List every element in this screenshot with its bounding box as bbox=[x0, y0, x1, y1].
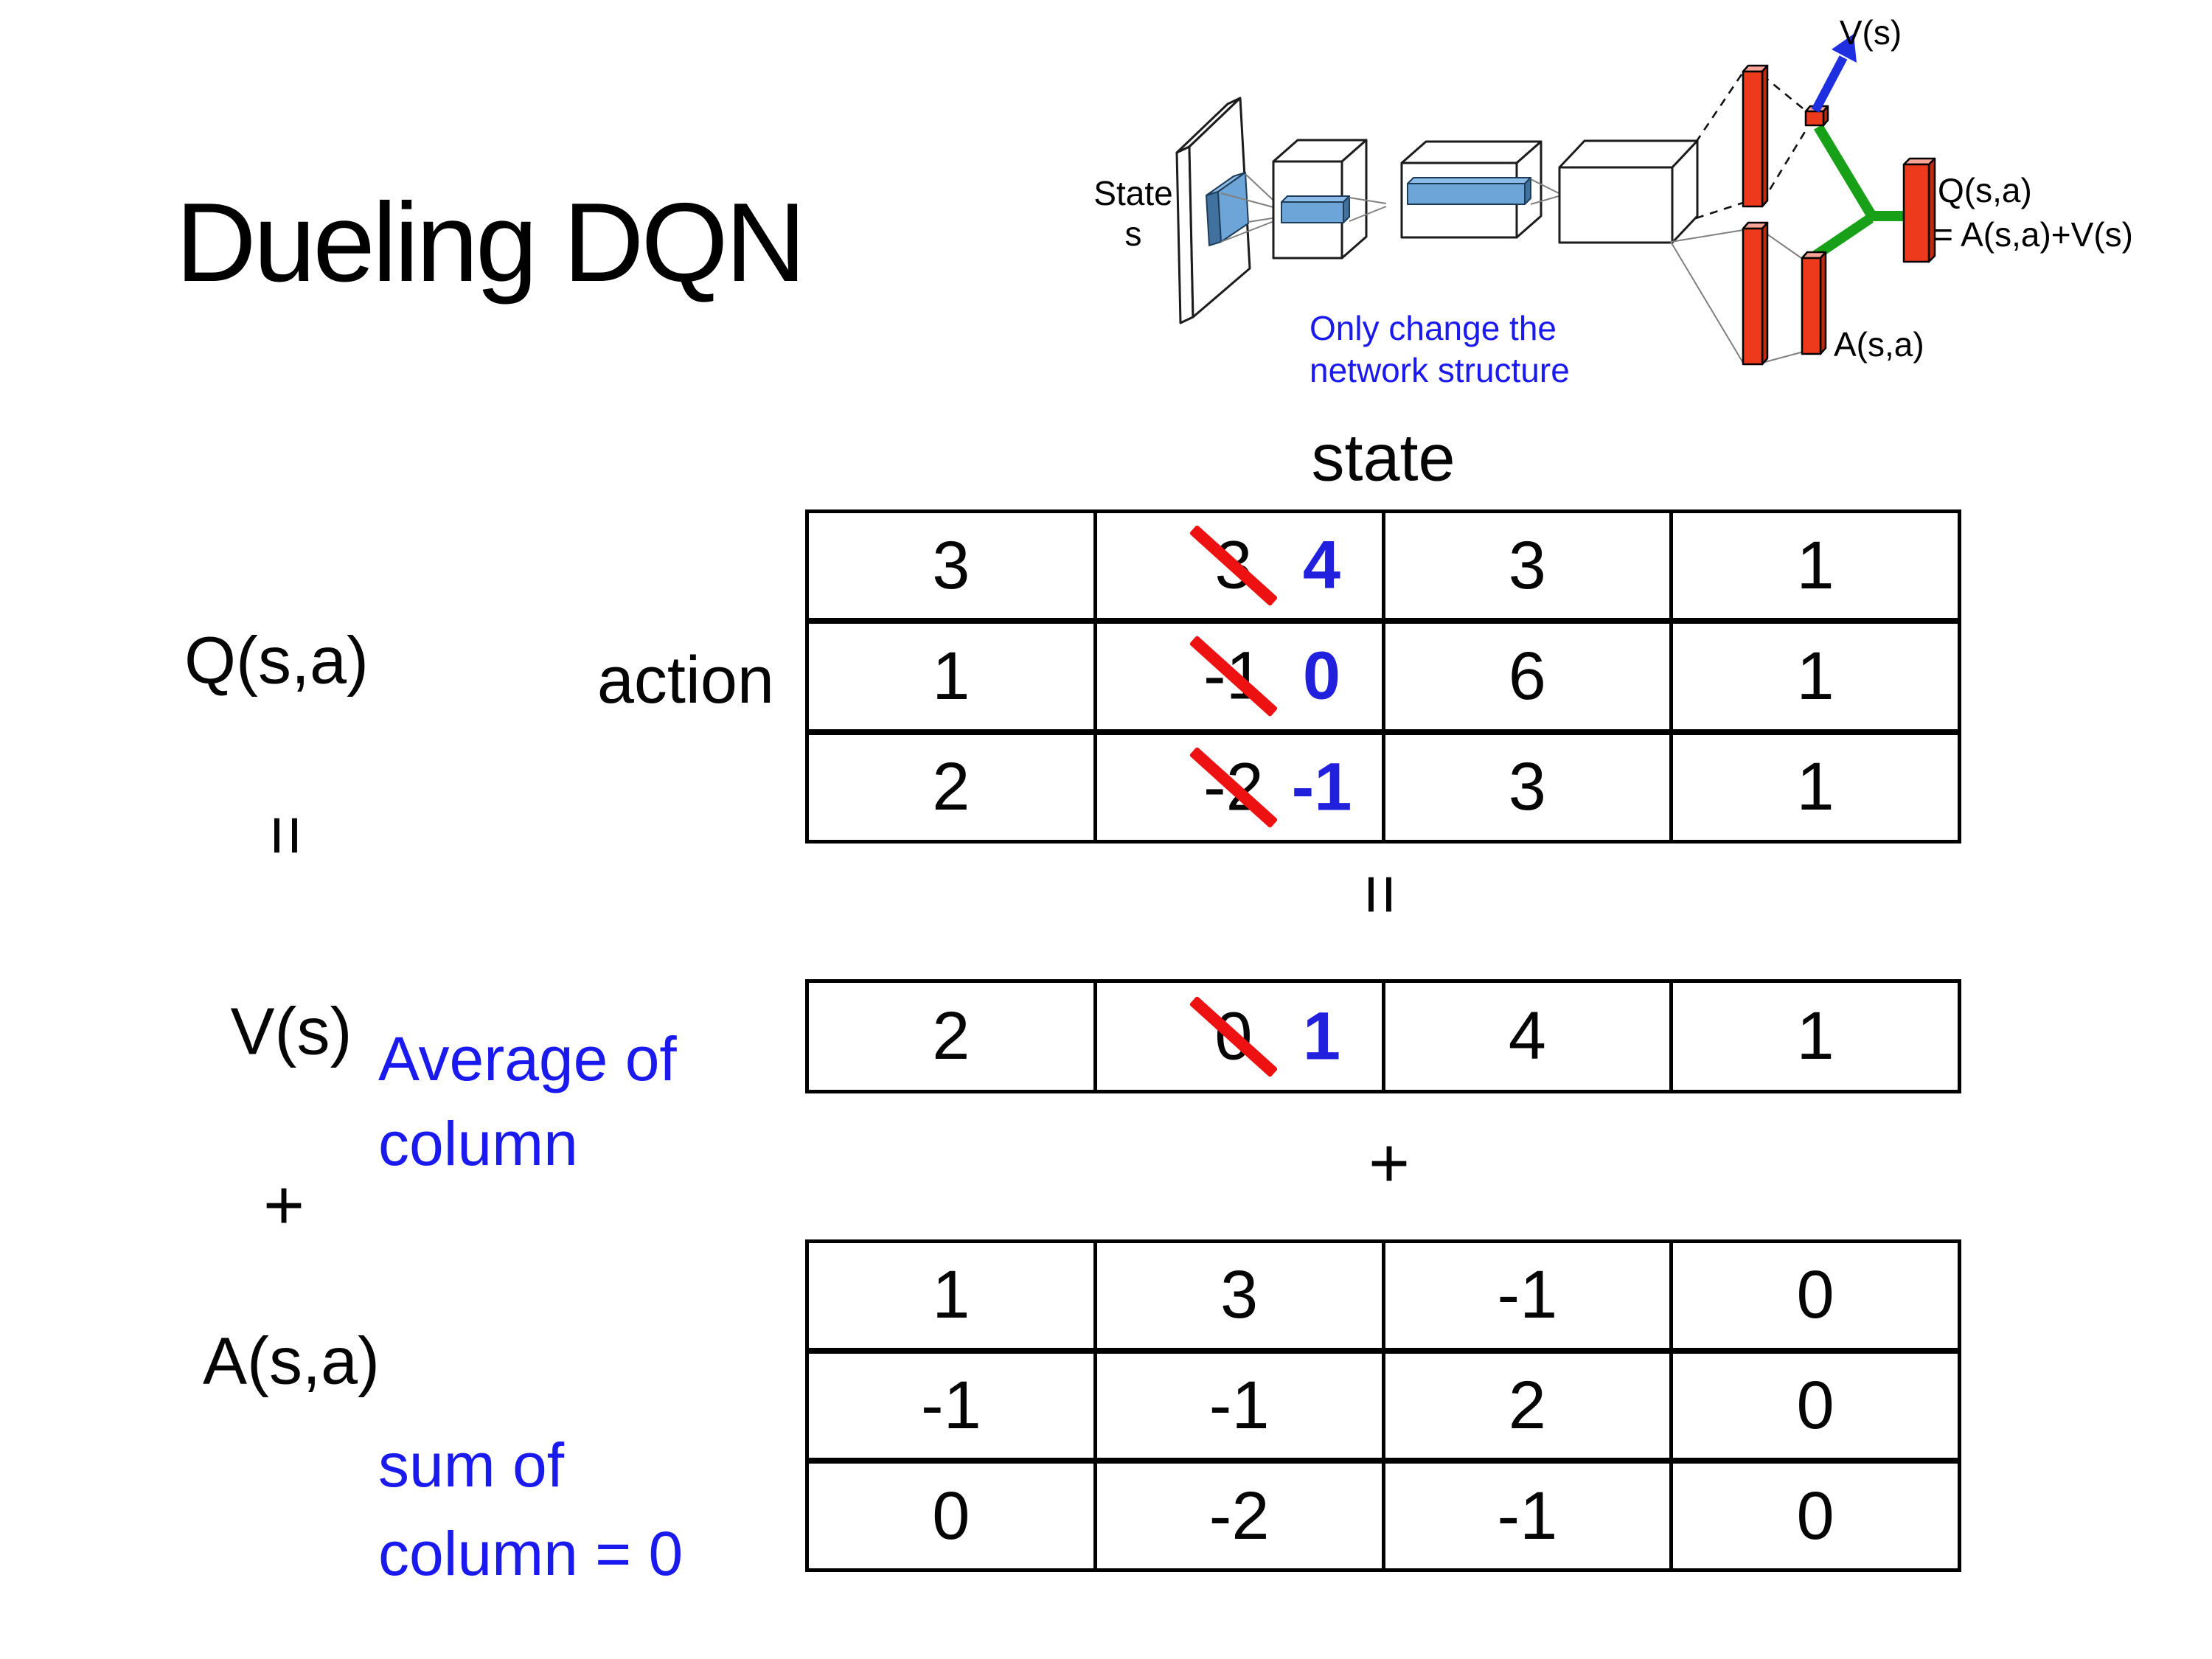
table-cell: 1 bbox=[1669, 728, 1961, 844]
table-cell: -2 bbox=[1093, 1458, 1385, 1573]
table-cell: 3 bbox=[805, 509, 1097, 623]
conv-filter-icon bbox=[1206, 172, 1249, 246]
table-cell: -1 bbox=[1381, 1239, 1674, 1352]
diagram-note-line1: Only change the bbox=[1310, 309, 1557, 347]
table-row: 2-2-131 bbox=[805, 728, 1961, 844]
new-value: 0 bbox=[1302, 638, 1341, 714]
average-note-line2: column bbox=[378, 1109, 578, 1178]
diagram-note-line2: network structure bbox=[1310, 351, 1570, 389]
equals-sign-center: = bbox=[1341, 873, 1420, 916]
fc-layer-bottom-bar bbox=[1742, 221, 1769, 366]
fc-layer-top-bar bbox=[1742, 64, 1769, 208]
average-note-line1: Average of bbox=[378, 1024, 677, 1093]
table-cell: 3 bbox=[1093, 1239, 1385, 1352]
table-cell: 1 bbox=[1669, 509, 1961, 623]
fc-box bbox=[1558, 139, 1699, 244]
q-output-label: Q(s,a) bbox=[1938, 171, 2032, 209]
table-cell: 1 bbox=[805, 1239, 1097, 1352]
plus-sign-left: + bbox=[262, 1166, 305, 1245]
table-cell: -10 bbox=[1093, 618, 1385, 734]
table-cell: 3 bbox=[1381, 509, 1674, 623]
table-row: 33431 bbox=[805, 509, 1961, 623]
table-cell: 34 bbox=[1093, 509, 1385, 623]
table-cell: 2 bbox=[805, 728, 1097, 844]
q-output-bar bbox=[1902, 157, 1936, 263]
equals-sign-left: = bbox=[247, 814, 326, 857]
table-cell: 1 bbox=[805, 618, 1097, 734]
table-cell: -2-1 bbox=[1093, 728, 1385, 844]
new-value: -1 bbox=[1291, 749, 1352, 825]
table-cell: 4 bbox=[1381, 979, 1674, 1093]
feature-bar-2 bbox=[1407, 177, 1531, 205]
v-vector: 20141 bbox=[805, 979, 1961, 1093]
sum-note-line1: sum of bbox=[378, 1430, 565, 1500]
table-cell: 0 bbox=[1669, 1347, 1961, 1463]
sum-note-line2: column = 0 bbox=[378, 1519, 684, 1588]
value-arrow bbox=[1811, 34, 1857, 113]
advantage-output-label: A(s,a) bbox=[1834, 325, 1924, 364]
table-cell: 01 bbox=[1093, 979, 1385, 1093]
table-cell: 6 bbox=[1381, 618, 1674, 734]
table-row: 20141 bbox=[805, 979, 1961, 1093]
table-cell: 0 bbox=[1669, 1239, 1961, 1352]
advantage-layer-bar bbox=[1801, 251, 1827, 355]
a-matrix-label: A(s,a) bbox=[202, 1324, 380, 1399]
table-cell: 0 bbox=[1669, 1458, 1961, 1573]
table-cell: 2 bbox=[805, 979, 1097, 1093]
table-cell: -1 bbox=[1093, 1347, 1385, 1463]
state-input-label: State bbox=[1093, 174, 1172, 212]
page-title: Dueling DQN bbox=[175, 180, 806, 305]
projection-lines-2 bbox=[1349, 197, 1387, 222]
feature-bar-1 bbox=[1281, 195, 1350, 223]
v-vector-label: V(s) bbox=[230, 995, 352, 1069]
state-input-label-s: s bbox=[1125, 215, 1142, 253]
table-cell: -1 bbox=[1381, 1458, 1674, 1573]
value-output-label: V(s) bbox=[1840, 13, 1902, 52]
q-matrix-label: Q(s,a) bbox=[184, 624, 369, 698]
state-header: state bbox=[1311, 421, 1455, 495]
new-value: 1 bbox=[1302, 998, 1341, 1074]
table-cell: 1 bbox=[1669, 618, 1961, 734]
value-stream-dashed-lines bbox=[1694, 72, 1809, 220]
table-cell: 3 bbox=[1381, 728, 1674, 844]
advantage-stream-lines bbox=[1670, 229, 1804, 364]
action-header: action bbox=[597, 644, 774, 717]
table-cell: 0 bbox=[805, 1458, 1097, 1573]
plus-sign-center: + bbox=[1368, 1124, 1411, 1203]
table-cell: -1 bbox=[805, 1347, 1097, 1463]
combiner-green-lines bbox=[1811, 124, 1907, 261]
projection-lines-3 bbox=[1530, 178, 1559, 205]
matrix-grid: 20141 bbox=[805, 979, 1961, 1093]
table-cell: 2 bbox=[1381, 1347, 1674, 1463]
new-value: 4 bbox=[1302, 527, 1341, 603]
value-node bbox=[1804, 105, 1829, 127]
network-diagram: State s Only change the network structur… bbox=[1093, 13, 2133, 389]
q-output-formula: = A(s,a)+V(s) bbox=[1933, 215, 2133, 254]
table-cell: 1 bbox=[1669, 979, 1961, 1093]
